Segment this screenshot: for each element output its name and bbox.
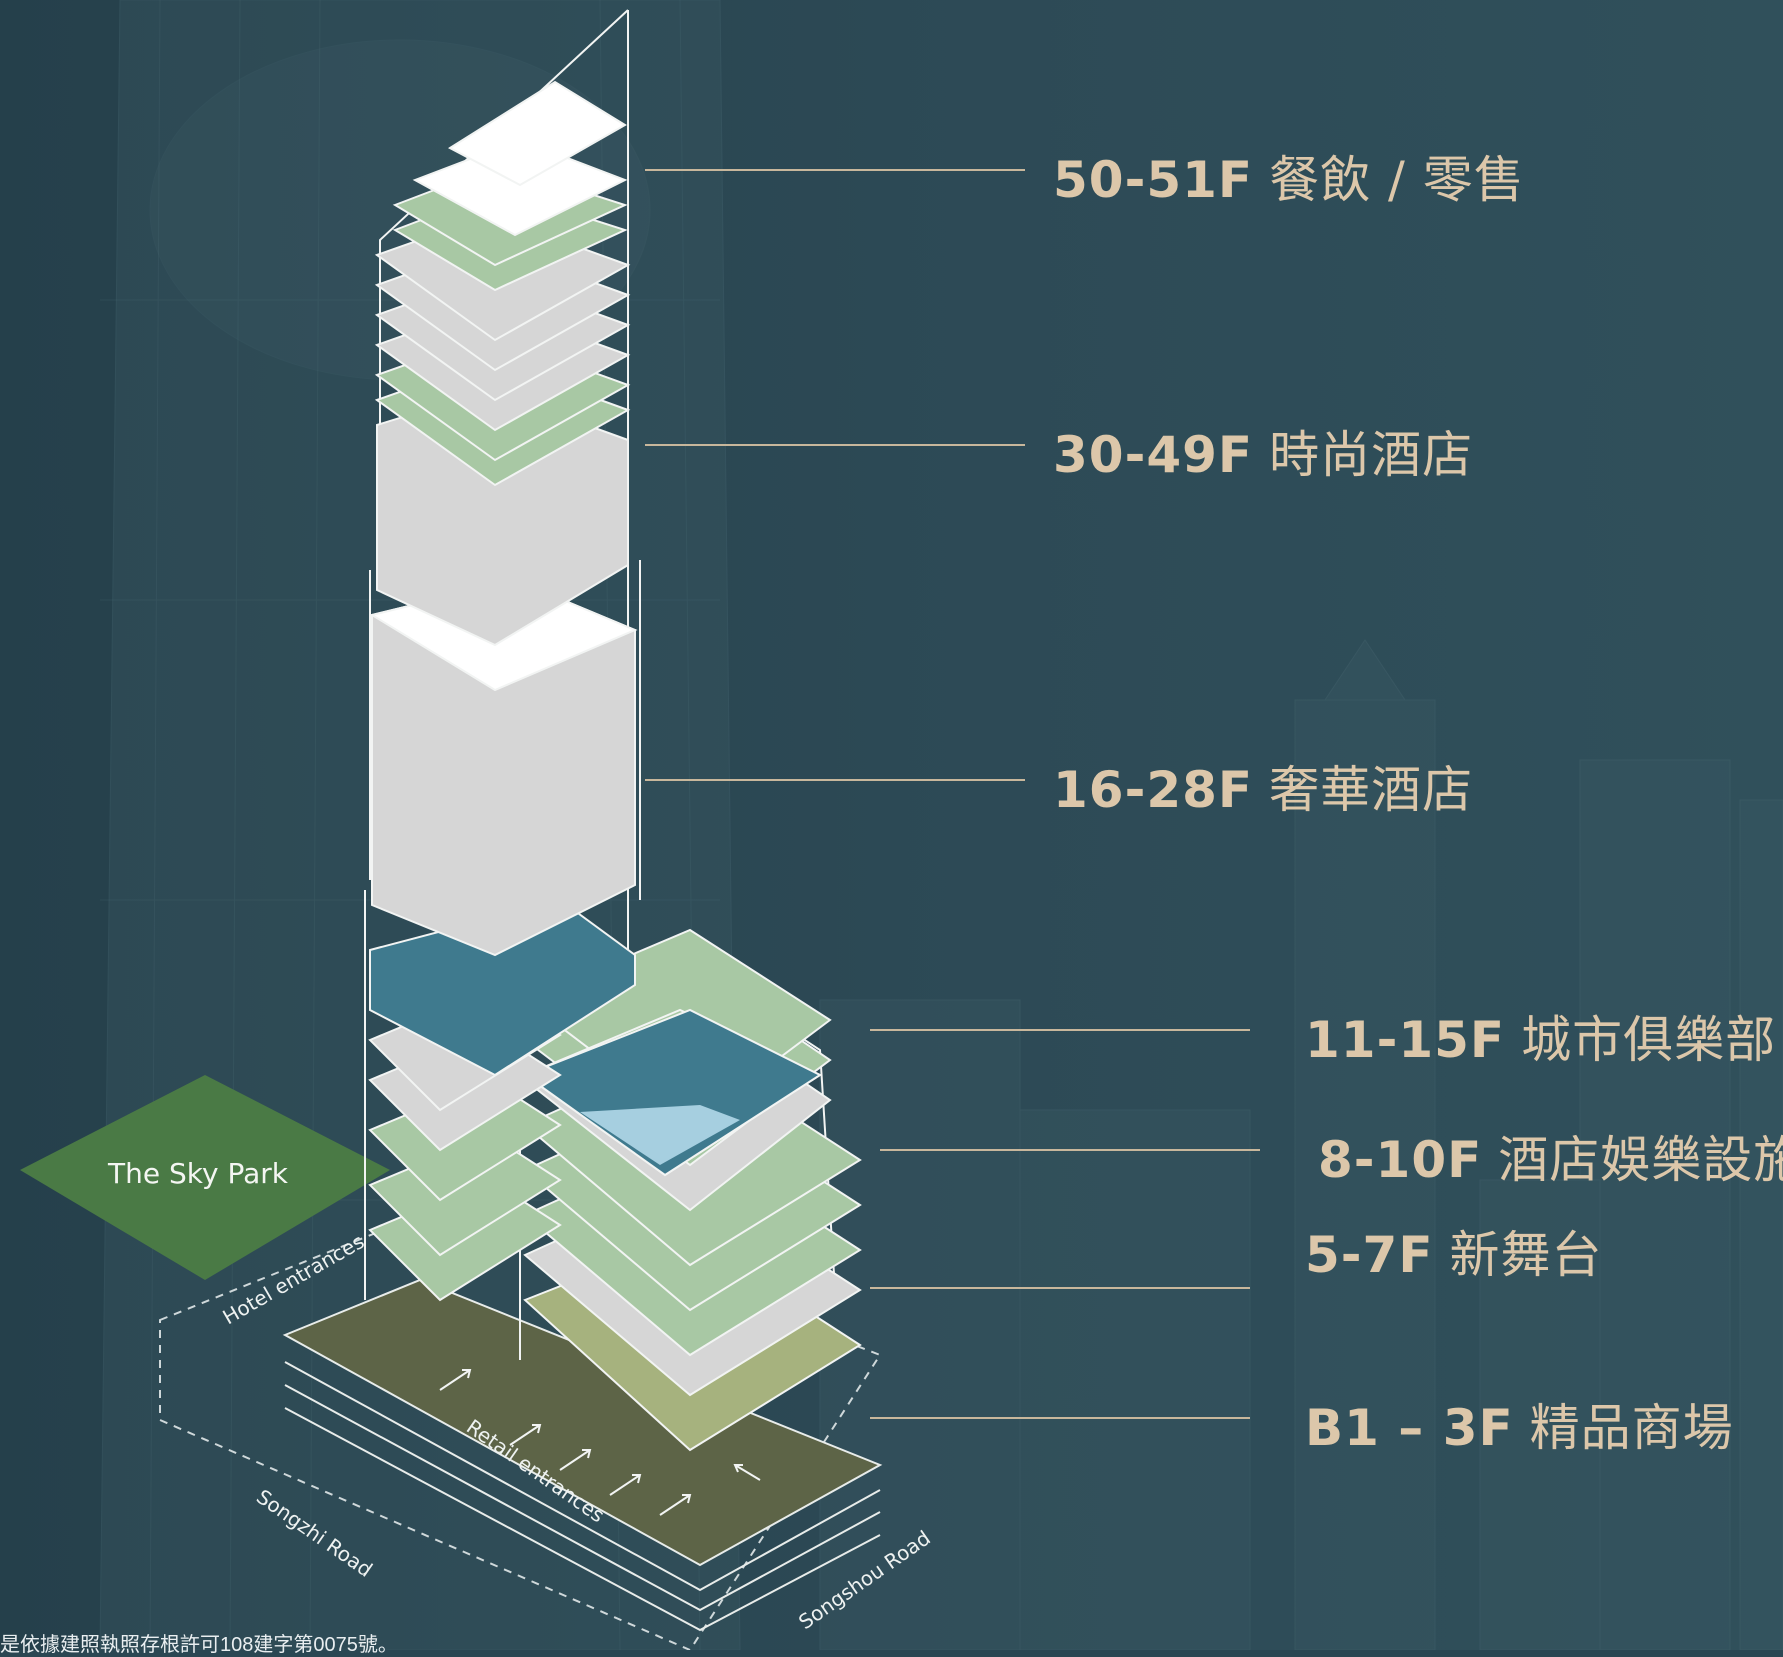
- top-floors: [392, 80, 628, 292]
- label-11-15f: 11-15F 城市俱樂部: [1305, 1000, 1776, 1072]
- entrance-arrows: [439, 1369, 761, 1516]
- label-50-51f: 50-51F 餐飲 / 零售: [1053, 140, 1525, 212]
- label-16-28f-floors: 16-28F: [1053, 761, 1254, 819]
- label-50-51f-floors: 50-51F: [1053, 151, 1254, 209]
- label-8-10f-name: 酒店娛樂設施: [1498, 1131, 1783, 1189]
- label-30-49f-floors: 30-49F: [1053, 426, 1254, 484]
- site-ground: [159, 1193, 883, 1650]
- label-50-51f-name: 餐飲 / 零售: [1269, 151, 1525, 209]
- sky-park: [20, 1075, 390, 1280]
- label-16-28f-name: 奢華酒店: [1269, 761, 1474, 819]
- pool-slab: [522, 1008, 823, 1177]
- fashion-hotel-block: [374, 213, 631, 647]
- label-b1-3f-floors: B1 – 3F: [1305, 1399, 1514, 1457]
- label-5-7f-floors: 5-7F: [1305, 1226, 1434, 1284]
- label-11-15f-floors: 11-15F: [1305, 1011, 1506, 1069]
- label-11-15f-name: 城市俱樂部: [1521, 1011, 1777, 1069]
- label-b1-3f: B1 – 3F 精品商場: [1305, 1388, 1734, 1460]
- label-16-28f: 16-28F 奢華酒店: [1053, 750, 1473, 822]
- label-30-49f: 30-49F 時尚酒店: [1053, 415, 1473, 487]
- disclaimer-text: 是依據建照執照存根許可108建字第0075號。: [0, 1634, 398, 1656]
- label-b1-3f-name: 精品商場: [1529, 1399, 1734, 1457]
- leader-lines: [645, 169, 1260, 1419]
- label-8-10f-floors: 8-10F: [1318, 1131, 1483, 1189]
- sky-park-label: The Sky Park: [107, 1157, 289, 1190]
- label-30-49f-name: 時尚酒店: [1269, 426, 1474, 484]
- label-5-7f: 5-7F 新舞台: [1305, 1215, 1603, 1287]
- label-8-10f: 8-10F 酒店娛樂設施: [1318, 1120, 1783, 1192]
- label-5-7f-name: 新舞台: [1449, 1226, 1603, 1284]
